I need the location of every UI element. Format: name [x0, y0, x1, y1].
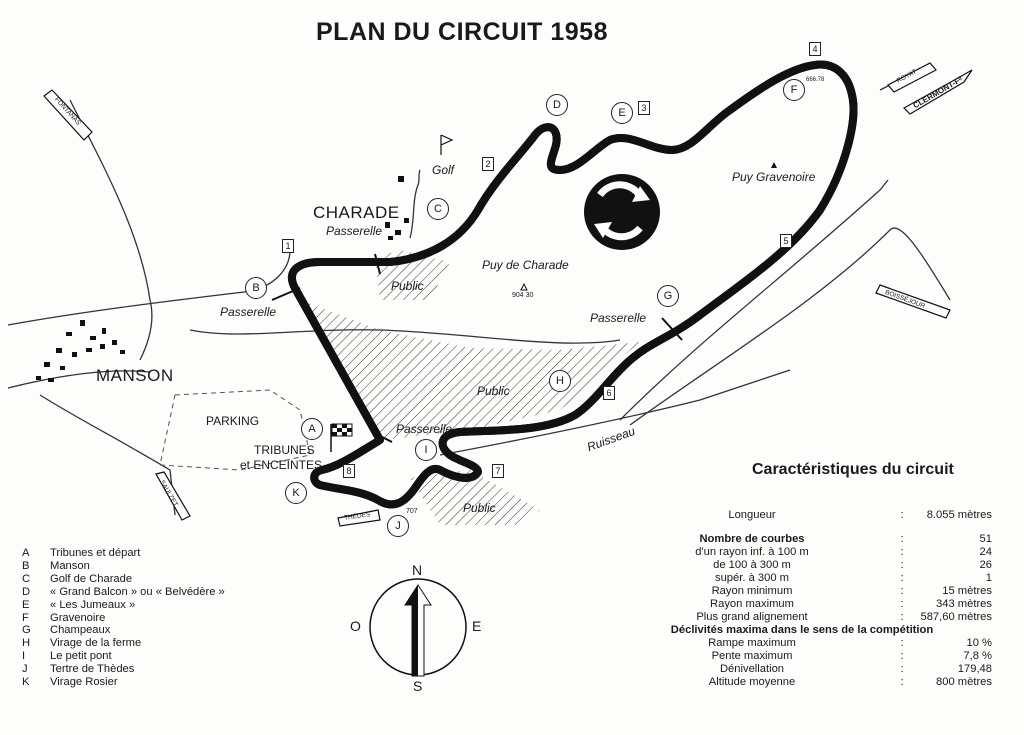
label-enceintes: et ENCEINTES [240, 458, 323, 472]
number-3: 3 [638, 101, 650, 115]
legend-row: E« Les Jumeaux » [22, 598, 136, 611]
label-alt-j: 707 [406, 508, 418, 515]
direction-roundabout-icon [584, 174, 660, 250]
spec-row: Rayon maximum:343 mètres [710, 598, 992, 610]
number-5: 5 [780, 234, 792, 248]
label-charade: CHARADE [313, 203, 400, 222]
passerelles [271, 253, 683, 443]
specs-table: Longueur:8.055 mètres Nombre de courbes:… [612, 509, 992, 689]
spec-row: Dénivellation:179,48 [719, 663, 992, 675]
circuit-track [292, 65, 854, 505]
number-2: 2 [482, 157, 494, 171]
compass-rose [369, 578, 467, 677]
summit-gravenoire-icon [771, 162, 777, 168]
label-passerelle-4: Passerelle [396, 422, 453, 436]
label-public-3: Public [463, 501, 496, 515]
label-alt-f: 666.78 [806, 77, 825, 83]
manson-village [36, 320, 125, 382]
marker-f: F [783, 79, 805, 101]
label-golf: Golf [432, 163, 455, 177]
spec-row: d'un rayon inf. à 100 m:24 [695, 546, 992, 558]
marker-k: K [285, 482, 307, 504]
label-passerelle-2: Passerelle [220, 305, 277, 319]
marker-c: C [427, 198, 449, 220]
spec-row: Plus grand alignement:587,60 mètres [696, 611, 992, 623]
compass-n: N [412, 562, 423, 578]
spec-row: Pente maximum:7,8 % [711, 650, 992, 662]
label-puy-charade-alt: 904 30 [512, 292, 534, 299]
label-parking: PARKING [206, 414, 260, 428]
spec-row: Altitude moyenne:800 mètres [708, 676, 992, 688]
spec-row: Longueur:8.055 mètres [728, 509, 992, 521]
secondary-roads [7, 67, 951, 516]
label-puy-gravenoire: Puy Gravenoire [732, 170, 816, 184]
road-signs [43, 62, 973, 527]
marker-a: A [301, 418, 323, 440]
marker-h: H [549, 370, 571, 392]
marker-d: D [546, 94, 568, 116]
marker-e: E [611, 102, 633, 124]
specs-title: Caractéristiques du circuit [752, 461, 954, 478]
compass-s: S [413, 678, 423, 694]
compass-e: E [472, 618, 482, 634]
number-4: 4 [809, 42, 821, 56]
label-manson: MANSON [96, 366, 174, 385]
label-public-2: Public [477, 384, 510, 398]
spec-row: Déclivités maxima dans le sens de la com… [670, 624, 934, 636]
spec-row: Nombre de courbes:51 [699, 533, 992, 545]
charade-village [385, 176, 409, 240]
chequered-flag-icon [330, 423, 353, 452]
map-title: PLAN DU CIRCUIT 1958 [316, 18, 608, 46]
number-8: 8 [343, 464, 355, 478]
number-7: 7 [492, 464, 504, 478]
label-public-1: Public [391, 279, 424, 293]
marker-g: G [657, 285, 679, 307]
spec-row: Rampe maximum:10 % [708, 637, 992, 649]
public-areas [300, 250, 640, 525]
marker-j: J [387, 515, 409, 537]
label-tribunes: TRIBUNES [254, 443, 315, 457]
spec-row: de 100 à 300 m:26 [713, 559, 992, 571]
label-passerelle-1: Passerelle [326, 224, 383, 238]
spec-row: Rayon minimum:15 mètres [711, 585, 992, 597]
spec-row: supér. à 300 m:1 [714, 572, 992, 584]
number-1: 1 [282, 239, 294, 253]
label-passerelle-3: Passerelle [590, 311, 647, 325]
summit-charade-icon [520, 282, 528, 291]
compass-o: O [350, 618, 361, 634]
marker-b: B [245, 277, 267, 299]
legend-row: D« Grand Balcon » ou « Belvédère » [22, 585, 225, 598]
label-puy-charade: Puy de Charade [482, 258, 569, 272]
golf-flag-icon [440, 134, 454, 155]
marker-i: I [415, 439, 437, 461]
number-6: 6 [603, 386, 615, 400]
